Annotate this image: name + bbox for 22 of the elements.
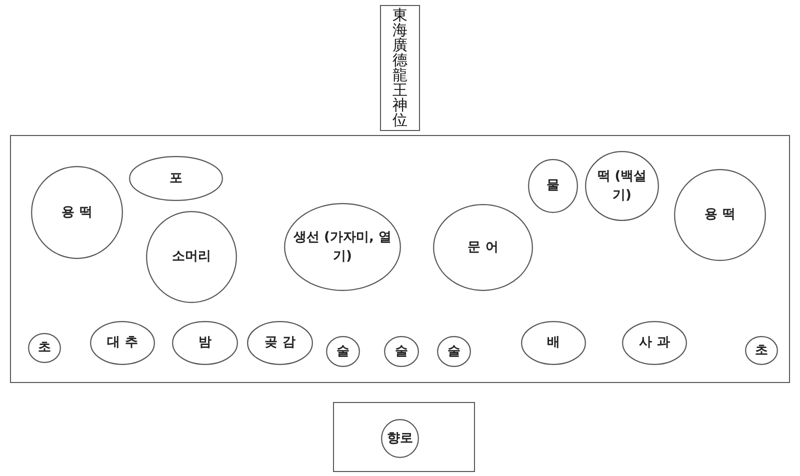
- dish-circle: 술: [326, 336, 360, 367]
- incense-table: [333, 402, 475, 472]
- dish-circle: 용 떡: [31, 166, 123, 259]
- ancestral-tablet: 東海廣德龍王神位: [380, 5, 420, 131]
- dish-circle: 술: [437, 336, 471, 367]
- dish-circle: 배: [521, 321, 586, 365]
- dish-circle: 밤: [172, 321, 238, 365]
- offering-table: [10, 135, 790, 383]
- dish-circle: 향로: [381, 419, 419, 458]
- dish-circle: 술: [384, 336, 419, 367]
- dish-circle: 포: [129, 156, 223, 201]
- dish-circle: 문 어: [433, 204, 533, 291]
- dish-circle: 떡 (백설기): [585, 151, 659, 221]
- dish-circle: 용 떡: [674, 169, 766, 261]
- dish-circle: 초: [28, 333, 61, 363]
- dish-circle: 소머리: [146, 211, 237, 303]
- dish-circle: 물: [528, 159, 578, 213]
- dish-circle: 대 추: [90, 321, 155, 365]
- dish-circle: 생선 (가자미, 열기): [284, 203, 401, 291]
- dish-circle: 사 과: [622, 321, 687, 365]
- dish-circle: 초: [745, 336, 778, 365]
- dish-circle: 곶 감: [247, 321, 313, 365]
